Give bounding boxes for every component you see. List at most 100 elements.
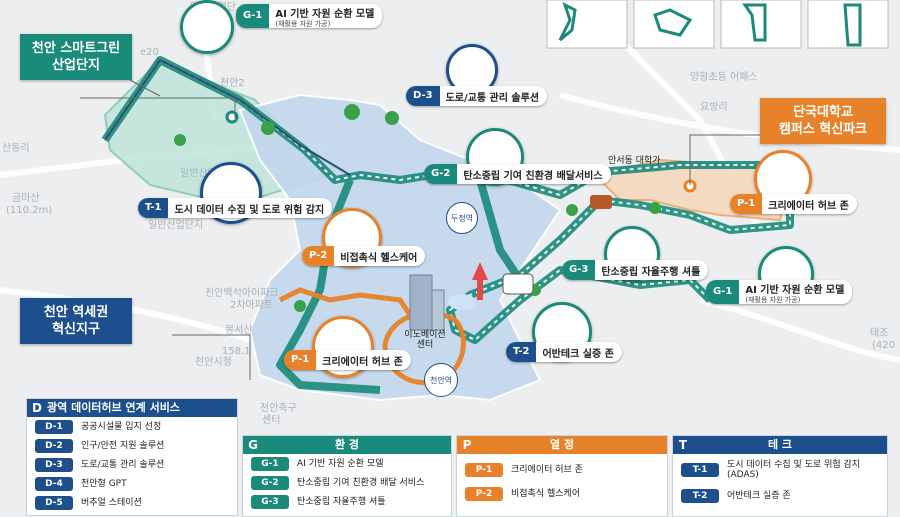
map-label: 천안축구	[260, 403, 297, 414]
legend-g-item: G-3 탄소중립 자율주행 셔틀	[243, 492, 451, 511]
callout-d3[interactable]: D-3 도로/교통 관리 솔루션	[406, 86, 548, 106]
legend-t-header: T 테 크	[673, 436, 887, 454]
legend-item-text: 버추얼 스테이션	[81, 497, 142, 508]
legend-p: P 열 정 P-1 크리에이터 허브 존 P-2 비접촉식 헬스케어	[456, 435, 668, 517]
legend-code-badge: D-3	[35, 457, 73, 472]
legend-p-item: P-2 비접촉식 헬스케어	[457, 482, 667, 506]
region-dankook: 단국대학교 캠퍼스 혁신파크	[760, 98, 886, 144]
map-label: 양황초등	[690, 72, 727, 83]
legend-d-letter: D	[32, 401, 42, 415]
callout-label: 어반테크 실증 존	[542, 348, 614, 360]
callout-code: G-1	[706, 280, 740, 304]
place-anseo: 안서동 대학가	[608, 156, 661, 166]
callout-code: D-3	[406, 86, 440, 106]
callout-g1-top[interactable]: G-1 AI 기반 자원 순환 모델(재활용 자원 가공)	[236, 4, 383, 28]
callout-sub: (재활용 자원 가공)	[275, 19, 331, 28]
legend-g-header: G 환 경	[243, 436, 451, 454]
legend-p-header: P 열 정	[457, 436, 667, 454]
legend-p-title: 열 정	[549, 438, 575, 451]
callout-label: AI 기반 자원 순환 모델	[275, 8, 375, 20]
legend-code-badge: D-5	[35, 495, 73, 510]
callout-g3[interactable]: G-3 탄소중립 자율주행 셔틀	[562, 260, 709, 280]
map-label: (420	[872, 340, 895, 351]
callout-code: G-1	[236, 4, 270, 28]
map-label: 일반산업	[180, 168, 217, 179]
legend-code-badge: G-2	[251, 475, 289, 490]
place-dujeong-station: 두정역	[446, 202, 478, 234]
map-label: 2차아파트	[230, 300, 274, 311]
legend-g-title: 환 경	[334, 438, 360, 451]
callout-g1-right[interactable]: G-1 AI 기반 자원 순환 모델(재활용 자원 가공)	[706, 280, 853, 304]
legend-item-text: 크리에이터 허브 존	[511, 465, 583, 475]
legend-d-title: 광역 데이터허브 연계 서비스	[47, 401, 180, 414]
callout-g2[interactable]: G-2 탄소중립 기여 친환경 배달서비스	[424, 164, 611, 184]
legend-item-text: 비접촉식 헬스케어	[511, 489, 581, 499]
legend-code-badge: D-2	[35, 438, 73, 453]
region-station: 천안 역세권 혁신지구	[20, 298, 132, 344]
legend-item-text: 도로/교통 관리 솔루션	[81, 459, 165, 470]
legend-d-item: D-4 천안형 GPT	[27, 474, 237, 493]
callout-p1-right[interactable]: P-1 크리에이터 허브 존	[730, 194, 857, 214]
callout-label: 탄소중립 자율주행 셔틀	[601, 266, 701, 278]
legend-g-item: G-2 탄소중립 기여 친환경 배달 서비스	[243, 473, 451, 492]
place-cheonan-station: 천안역	[424, 363, 458, 397]
map-label: 센터	[262, 415, 281, 426]
map-label: 봉서산	[225, 325, 253, 336]
place-dujeong-label: 두정역	[450, 213, 474, 223]
legend-d-item: D-3 도로/교통 관리 솔루션	[27, 455, 237, 474]
legend-code-badge: D-4	[35, 476, 73, 491]
legend-code-badge: P-1	[465, 463, 503, 477]
legend-t-letter: T	[678, 438, 688, 452]
legend-item-text: 천안형 GPT	[81, 478, 127, 489]
legend-t-title: 테 크	[767, 438, 793, 451]
legend-d-item: D-1 공공시설물 입지 선정	[27, 417, 237, 436]
legend-g-letter: G	[248, 438, 258, 452]
callout-t2[interactable]: T-2 어반테크 실증 존	[506, 342, 622, 362]
legend-p-letter: P	[462, 438, 472, 452]
callout-label: 도시 데이터 수집 및 도로 위험 감지	[174, 204, 325, 216]
map-label: 천안2	[220, 78, 245, 89]
callout-label: 크리에이터 허브 존	[322, 356, 403, 368]
callout-code: T-1	[138, 198, 169, 218]
map-label: 태조	[870, 328, 889, 339]
callout-label: 도로/교통 관리 솔루션	[445, 92, 540, 104]
legend-code-badge: P-2	[465, 487, 503, 501]
callout-code: G-2	[424, 164, 458, 184]
map-label: 158.1	[222, 346, 251, 357]
map-label: 산동리	[2, 143, 30, 154]
legend-d-header: D 광역 데이터허브 연계 서비스	[27, 399, 237, 417]
callout-label: 크리에이터 허브 존	[768, 200, 849, 212]
callout-code: P-1	[730, 194, 763, 214]
callout-t1[interactable]: T-1 도시 데이터 수집 및 도로 위험 감지	[138, 198, 333, 218]
legend-p-item: P-1 크리에이터 허브 존	[457, 458, 667, 482]
legend-item-text: 공공시설물 입지 선정	[81, 421, 162, 432]
callout-code: T-2	[506, 342, 537, 362]
route-thumbnails	[546, 0, 889, 49]
map-label: (110.2m)	[6, 205, 53, 216]
map-label: e20	[140, 47, 159, 58]
legend-code-badge: T-2	[681, 489, 719, 503]
map-label: 어패스	[730, 72, 758, 83]
callout-p1-left[interactable]: P-1 크리에이터 허브 존	[284, 350, 411, 370]
legend-d-item: D-5 버추얼 스테이션	[27, 493, 237, 512]
legend-item-text: 탄소중립 자율주행 셔틀	[297, 496, 386, 507]
callout-code: P-2	[302, 246, 335, 266]
legend-code-badge: D-1	[35, 419, 73, 434]
legend-code-badge: G-3	[251, 494, 289, 509]
legend-item-text: 도시 데이터 수집 및 도로 위험 감지 (ADAS)	[727, 460, 861, 480]
legend-item-text: 탄소중립 기여 친환경 배달 서비스	[297, 477, 425, 488]
legend-t-item: T-1 도시 데이터 수집 및 도로 위험 감지 (ADAS)	[673, 457, 887, 483]
legend-code-badge: T-1	[681, 463, 719, 477]
map-label: 요방리	[700, 102, 728, 113]
place-innovation-center: 이노베이션 센터	[404, 330, 446, 350]
callout-p2[interactable]: P-2 비접촉식 헬스케어	[302, 246, 426, 266]
callout-sub: (재활용 자원 가공)	[745, 295, 801, 304]
callout-code: P-1	[284, 350, 317, 370]
map-label: 천안백석아이파크	[205, 288, 279, 299]
place-cheonan-label: 천안역	[429, 375, 453, 385]
